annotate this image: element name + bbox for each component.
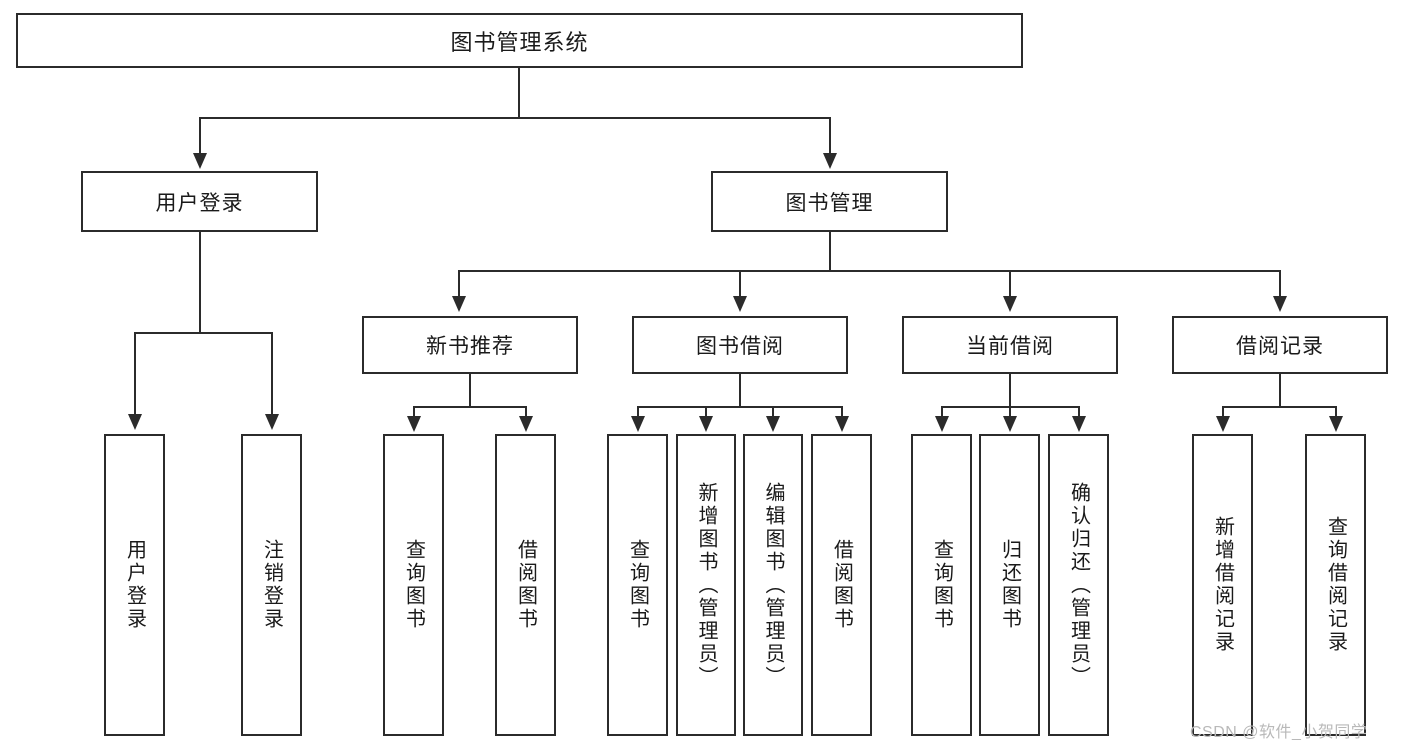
connector-current-borrow-to-leaf-3 [1078, 406, 1080, 418]
node-new-book-recommend[interactable]: 新书推荐 [362, 316, 578, 374]
arrow-borrow-record-to-leaf-1 [1216, 416, 1230, 432]
node-label: 确认归还（管理员） [1067, 481, 1090, 689]
connector-borrow-record-stem [1279, 374, 1281, 407]
leaf-borrow-record-2[interactable]: 查询借阅记录 [1305, 434, 1366, 736]
connector-new-book-stem [469, 374, 471, 407]
leaf-new-book-recommend-1[interactable]: 查询图书 [383, 434, 444, 736]
connector-book-manage-to-book-borrow [739, 270, 741, 298]
node-label: 查询图书 [930, 539, 953, 631]
arrow-borrow-record-to-leaf-2 [1329, 416, 1343, 432]
node-label: 查询借阅记录 [1324, 516, 1347, 654]
node-user-login[interactable]: 用户登录 [81, 171, 318, 232]
node-label: 借阅图书 [830, 539, 853, 631]
arrow-user-login-to-leaf-2 [265, 414, 279, 430]
connector-user-login-bar [134, 332, 272, 334]
node-label: 图书管理 [785, 191, 874, 215]
leaf-book-borrow-4[interactable]: 借阅图书 [811, 434, 872, 736]
leaf-user-login-2[interactable]: 注销登录 [241, 434, 302, 736]
arrow-root-to-user-login [193, 153, 207, 169]
connector-new-book-to-leaf-1 [413, 406, 415, 418]
node-label: 编辑图书（管理员） [762, 481, 784, 689]
leaf-current-borrow-3[interactable]: 确认归还（管理员） [1048, 434, 1109, 736]
node-borrow-record[interactable]: 借阅记录 [1172, 316, 1388, 374]
connector-user-login-to-leaf-1 [134, 332, 136, 416]
arrow-new-book-to-leaf-2 [519, 416, 533, 432]
leaf-current-borrow-2[interactable]: 归还图书 [979, 434, 1040, 736]
leaf-new-book-recommend-2[interactable]: 借阅图书 [495, 434, 556, 736]
connector-new-book-to-leaf-2 [525, 406, 527, 418]
node-label: 查询图书 [402, 539, 425, 631]
connector-current-borrow-stem [1009, 374, 1011, 407]
connector-borrow-record-to-leaf-1 [1222, 406, 1224, 418]
connector-book-manage-to-current-borrow [1009, 270, 1011, 298]
connector-book-manage-stem [829, 232, 831, 271]
connector-book-manage-to-borrow-record [1279, 270, 1281, 298]
watermark: CSDN @软件_小贺同学 [1190, 718, 1367, 742]
node-book-manage[interactable]: 图书管理 [711, 171, 948, 232]
connector-book-borrow-bar [637, 406, 843, 408]
arrow-current-borrow-to-leaf-2 [1003, 416, 1017, 432]
node-book-borrow[interactable]: 图书借阅 [632, 316, 848, 374]
leaf-book-borrow-3[interactable]: 编辑图书（管理员） [743, 434, 803, 736]
arrow-book-borrow-to-leaf-3 [766, 416, 780, 432]
arrow-book-borrow-to-leaf-2 [699, 416, 713, 432]
node-label: 归还图书 [998, 539, 1021, 631]
node-root-system[interactable]: 图书管理系统 [16, 13, 1023, 68]
node-label: 新增借阅记录 [1211, 516, 1234, 654]
connector-book-manage-bar [458, 270, 1280, 272]
connector-book-borrow-to-leaf-2 [705, 406, 707, 418]
connector-root-to-user-login [199, 117, 201, 155]
node-label: 新书推荐 [426, 335, 514, 358]
connector-new-book-bar [413, 406, 527, 408]
connector-current-borrow-to-leaf-1 [941, 406, 943, 418]
connector-root-bar [199, 117, 831, 119]
node-label: 注销登录 [260, 539, 283, 631]
arrow-root-to-book-manage [823, 153, 837, 169]
connector-user-login-to-leaf-2 [271, 332, 273, 416]
node-label: 新增图书（管理员） [695, 481, 717, 689]
connector-book-borrow-to-leaf-4 [841, 406, 843, 418]
leaf-book-borrow-1[interactable]: 查询图书 [607, 434, 668, 736]
node-label: 借阅图书 [514, 539, 537, 631]
leaf-borrow-record-1[interactable]: 新增借阅记录 [1192, 434, 1253, 736]
connector-current-borrow-to-leaf-2 [1009, 406, 1011, 418]
connector-book-manage-to-new-book [458, 270, 460, 298]
arrow-book-borrow-to-leaf-1 [631, 416, 645, 432]
leaf-book-borrow-2[interactable]: 新增图书（管理员） [676, 434, 736, 736]
watermark-text: CSDN @软件_小贺同学 [1190, 724, 1368, 741]
node-label: 借阅记录 [1236, 335, 1324, 358]
node-label: 图书管理系统 [450, 29, 589, 55]
node-label: 当前借阅 [966, 335, 1054, 358]
connector-root-to-book-manage [829, 117, 831, 155]
leaf-user-login-1[interactable]: 用户登录 [104, 434, 165, 736]
connector-borrow-record-to-leaf-2 [1335, 406, 1337, 418]
arrow-book-manage-to-borrow-record [1273, 296, 1287, 312]
arrow-book-manage-to-current-borrow [1003, 296, 1017, 312]
arrow-new-book-to-leaf-1 [407, 416, 421, 432]
connector-root-stem [518, 68, 520, 118]
connector-user-login-stem [199, 232, 201, 333]
node-label: 图书借阅 [696, 335, 784, 358]
connector-book-borrow-to-leaf-1 [637, 406, 639, 418]
arrow-current-borrow-to-leaf-3 [1072, 416, 1086, 432]
arrow-book-borrow-to-leaf-4 [835, 416, 849, 432]
node-current-borrow[interactable]: 当前借阅 [902, 316, 1118, 374]
node-label: 查询图书 [626, 539, 649, 631]
connector-borrow-record-bar [1222, 406, 1337, 408]
arrow-book-manage-to-book-borrow [733, 296, 747, 312]
arrow-user-login-to-leaf-1 [128, 414, 142, 430]
connector-book-borrow-to-leaf-3 [772, 406, 774, 418]
arrow-book-manage-to-new-book [452, 296, 466, 312]
arrow-current-borrow-to-leaf-1 [935, 416, 949, 432]
leaf-current-borrow-1[interactable]: 查询图书 [911, 434, 972, 736]
node-label: 用户登录 [123, 539, 146, 631]
node-label: 用户登录 [155, 191, 244, 215]
connector-book-borrow-stem [739, 374, 741, 407]
